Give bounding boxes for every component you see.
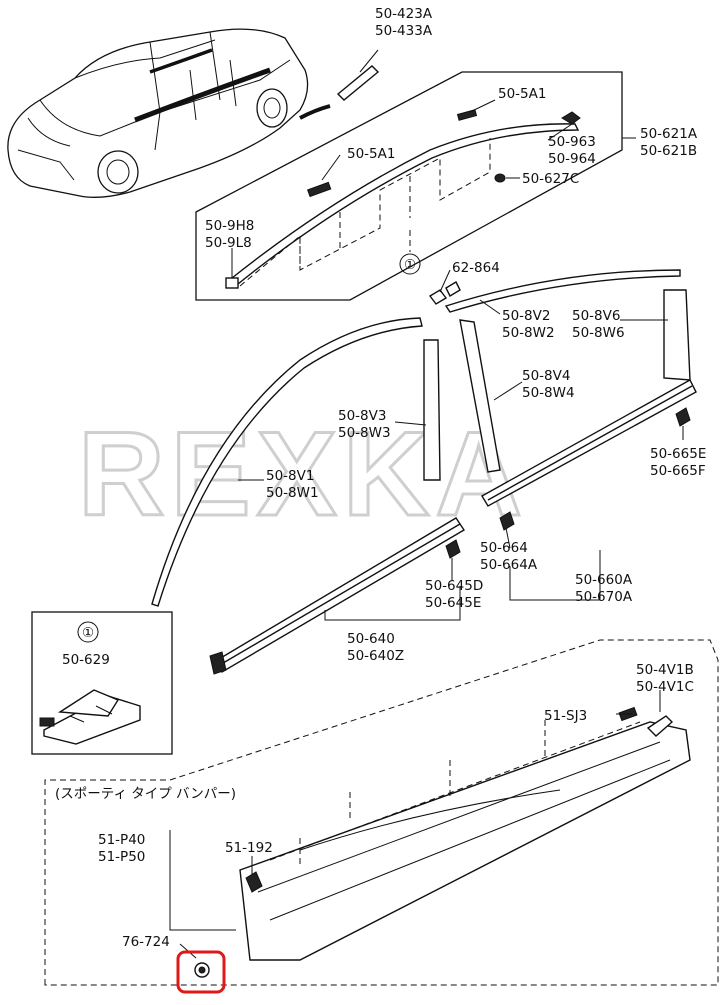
- detail-box-label: 50-629: [62, 652, 110, 668]
- label-50-645E: 50-645E: [425, 595, 481, 611]
- roof-molding-box: [195, 71, 623, 301]
- label-76-724: 76-724: [122, 934, 170, 950]
- label-50-8V3: 50-8V3: [338, 408, 386, 424]
- callout-marker-detail: ①: [82, 625, 94, 641]
- part-labels: 50-423A 50-433A 50-5A1 50-963 50-964 50-…: [55, 6, 706, 950]
- label-51-SJ3: 51-SJ3: [544, 708, 587, 724]
- label-50-8W6: 50-8W6: [572, 325, 625, 341]
- car-illustration: [7, 28, 331, 198]
- part-50-8V1: [151, 317, 423, 607]
- part-50-8V3: [423, 339, 441, 481]
- callout-marker-main: ①: [404, 257, 416, 273]
- label-50-9L8: 50-9L8: [205, 235, 252, 251]
- part-62-864: [428, 289, 448, 305]
- label-50-664A: 50-664A: [480, 557, 538, 573]
- label-50-5A1-mid: 50-5A1: [347, 146, 395, 162]
- label-50-8V2: 50-8V2: [502, 308, 550, 324]
- label-50-8V1: 50-8V1: [266, 468, 314, 484]
- label-50-665E: 50-665E: [650, 446, 706, 462]
- label-51-P50: 51-P50: [98, 849, 145, 865]
- label-50-423A: 50-423A: [375, 6, 433, 22]
- sporty-bumper-note: (スポーティ タイプ バンパー): [55, 786, 236, 802]
- label-51-P40: 51-P40: [98, 832, 145, 848]
- label-50-8W1: 50-8W1: [266, 485, 319, 501]
- label-50-8W4: 50-8W4: [522, 385, 575, 401]
- label-50-627C: 50-627C: [522, 171, 579, 187]
- label-62-864: 62-864: [452, 260, 500, 276]
- part-50-8V2: [444, 269, 681, 313]
- label-50-433A: 50-433A: [375, 23, 433, 39]
- label-50-8V4: 50-8V4: [522, 368, 570, 384]
- label-50-665F: 50-665F: [650, 463, 706, 479]
- highlight-box: [176, 950, 226, 994]
- sporty-bumper-region: [44, 639, 719, 986]
- part-50-8V4: [459, 319, 501, 473]
- label-50-964: 50-964: [548, 151, 596, 167]
- label-50-621A: 50-621A: [640, 126, 698, 142]
- label-50-640: 50-640: [347, 631, 395, 647]
- label-50-963: 50-963: [548, 134, 596, 150]
- label-50-660A: 50-660A: [575, 572, 633, 588]
- label-50-4V1B: 50-4V1B: [636, 662, 694, 678]
- part-50-423A: [336, 65, 380, 101]
- part-76-724: [176, 950, 226, 994]
- label-50-670A: 50-670A: [575, 589, 633, 605]
- watermark-text: REXKA: [78, 407, 528, 541]
- label-50-4V1C: 50-4V1C: [636, 679, 694, 695]
- part-50-8V6: [663, 289, 691, 381]
- label-50-640Z: 50-640Z: [347, 648, 404, 664]
- label-50-8W2: 50-8W2: [502, 325, 555, 341]
- label-50-621B: 50-621B: [640, 143, 697, 159]
- label-50-8V6: 50-8V6: [572, 308, 620, 324]
- label-50-645D: 50-645D: [425, 578, 483, 594]
- label-50-5A1-top: 50-5A1: [498, 86, 546, 102]
- detail-box: ①: [31, 611, 173, 755]
- label-50-9H8: 50-9H8: [205, 218, 254, 234]
- label-50-664: 50-664: [480, 540, 528, 556]
- label-50-8W3: 50-8W3: [338, 425, 391, 441]
- label-51-192: 51-192: [225, 840, 273, 856]
- part-51-P40: [239, 721, 691, 961]
